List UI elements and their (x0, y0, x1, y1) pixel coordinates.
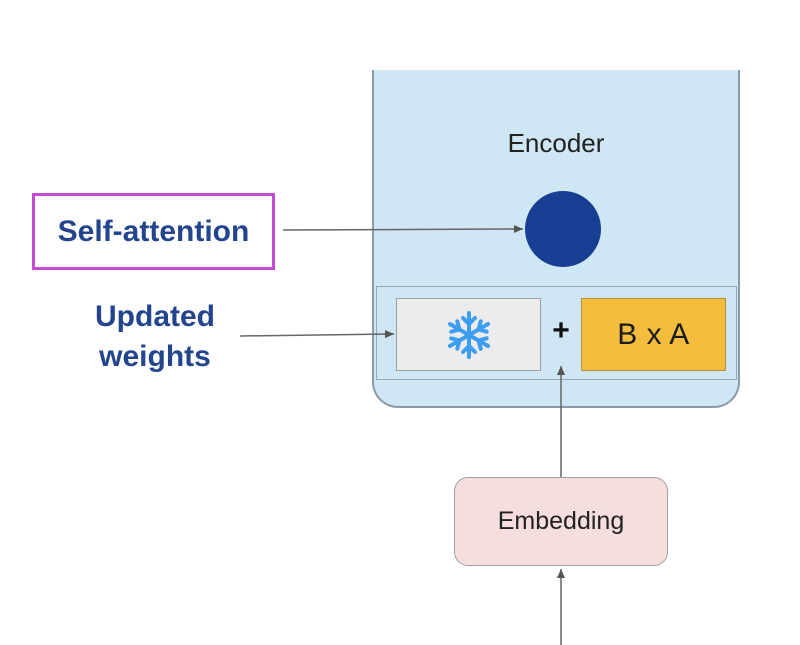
plus-operator: + (552, 314, 570, 347)
updated-weights-arrow (239, 330, 395, 339)
self-attention-callout: Self-attention (32, 193, 275, 270)
updated-weights-line1: Updated (95, 300, 215, 333)
snowflake-icon (447, 310, 490, 359)
updated-weights-label: Updated weights (60, 297, 250, 377)
low-rank-update-box: B x A (581, 298, 726, 371)
updated-weights-line2: weights (99, 340, 211, 373)
frozen-weights-box (396, 298, 541, 371)
encoder-label: Encoder (507, 128, 605, 158)
self-attention-node (525, 191, 601, 267)
self-attention-arrow (282, 225, 524, 234)
weights-row (376, 286, 737, 380)
embedding-box: Embedding (454, 477, 668, 566)
